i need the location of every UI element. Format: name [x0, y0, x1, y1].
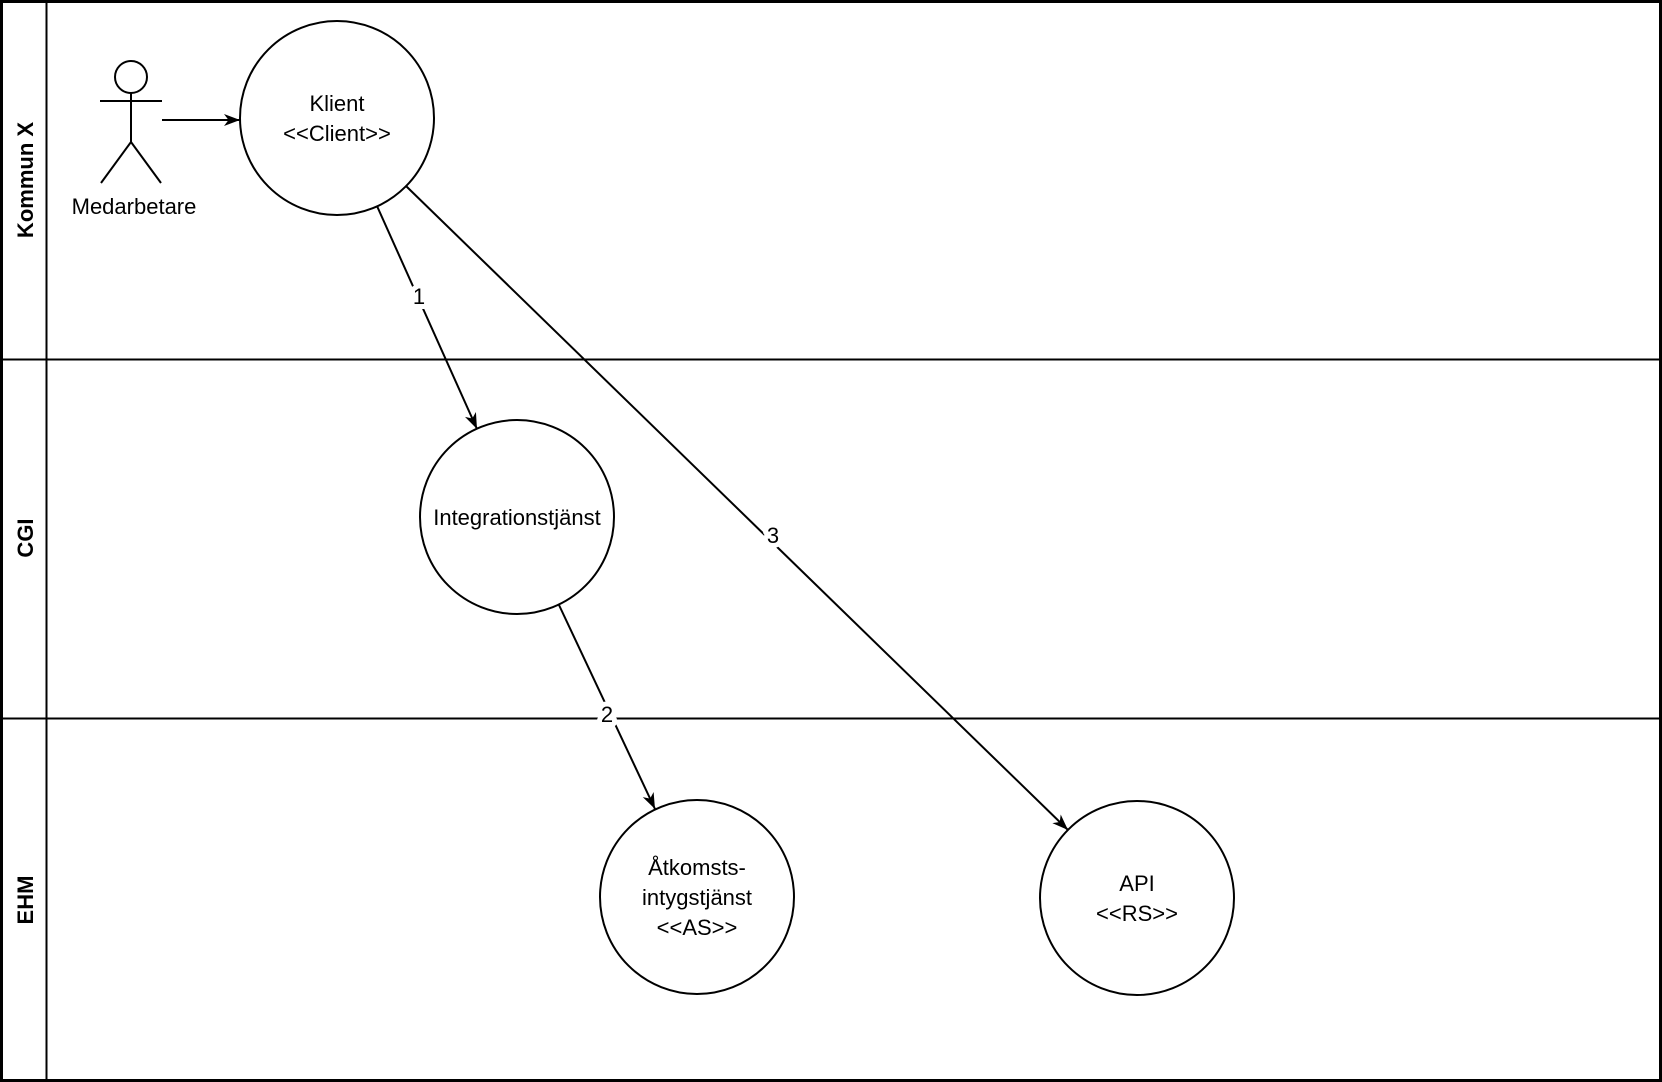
- node-api: [1039, 800, 1235, 996]
- actor-head-icon: [114, 60, 148, 94]
- node-api-stereotype: <<RS>>: [1096, 901, 1178, 926]
- node-klient-stereotype: <<Client>>: [283, 121, 391, 146]
- node-api-label: API: [1119, 871, 1154, 896]
- edge-label-3: 3: [767, 523, 779, 548]
- edge-klient-to-integrationstjanst: [376, 205, 478, 430]
- node-klient: [239, 20, 435, 216]
- edge-label-2: 2: [601, 702, 613, 727]
- edge-label-1: 1: [413, 284, 425, 309]
- actor-label: Medarbetare: [72, 194, 197, 219]
- node-atkomstsintygstjanst-label-line1: Åtkomsts-: [648, 855, 746, 880]
- lane-label-ehm: EHM: [13, 876, 38, 925]
- lane-label-cgi: CGI: [13, 518, 38, 557]
- node-integrationstjanst: [419, 419, 615, 615]
- edge-klient-to-api: [405, 185, 1069, 831]
- node-atkomstsintygstjanst: [599, 799, 795, 995]
- node-klient-label: Klient: [309, 91, 364, 116]
- actor-left-leg-line: [100, 141, 132, 184]
- actor-icon: [100, 60, 162, 184]
- lane-label-kommun-x: Kommun X: [13, 122, 38, 238]
- node-integrationstjanst-label: Integrationstjänst: [433, 505, 601, 530]
- node-atkomstsintygstjanst-stereotype: <<AS>>: [657, 915, 738, 940]
- edge-integrationstjanst-to-atkomstsintygstjanst: [558, 604, 656, 810]
- node-atkomstsintygstjanst-label-line2: intygstjänst: [642, 885, 752, 910]
- actor-right-leg-line: [130, 141, 162, 184]
